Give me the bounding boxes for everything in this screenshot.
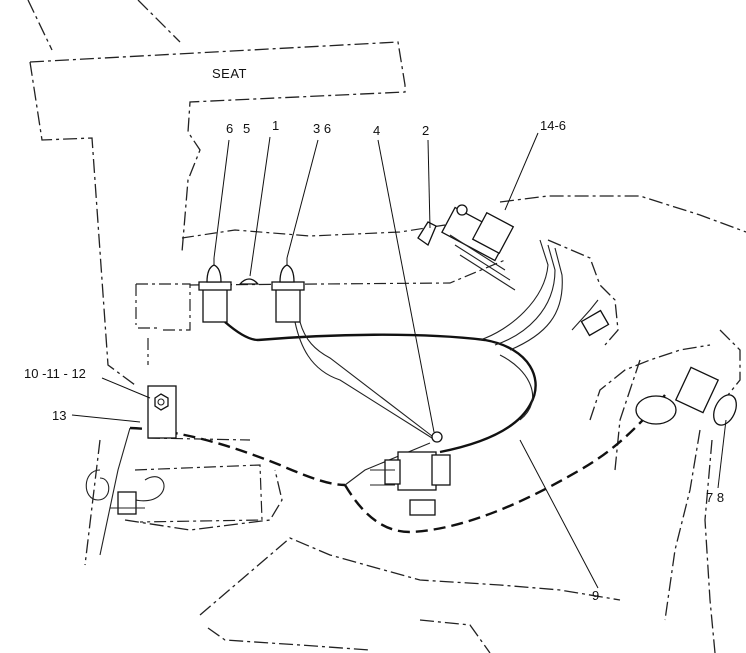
ground-plate — [147, 385, 177, 439]
seat-label: SEAT — [212, 66, 247, 81]
indicator-lamp — [238, 278, 260, 285]
callout-6-left: 6 — [226, 121, 233, 136]
components — [85, 204, 737, 516]
callout-3-6: 3 6 — [313, 121, 331, 136]
harness-wire-9 — [257, 333, 537, 454]
cable-clip — [85, 469, 165, 515]
key-switch-assembly — [417, 204, 516, 291]
toggle-switch-left — [198, 258, 232, 323]
callout-10-11-12: 10 -11 - 12 — [24, 366, 86, 381]
wiring-harness — [99, 239, 666, 556]
ground-stud — [431, 431, 443, 443]
toggle-switch-right — [271, 258, 305, 323]
connector-upper-right — [571, 299, 610, 337]
callout-1: 1 — [272, 118, 279, 133]
callout-13: 13 — [52, 408, 66, 423]
relay-cluster — [370, 451, 451, 516]
callout-14-6: 14-6 — [540, 118, 566, 133]
phantom-outlines — [27, 0, 746, 653]
callout-9: 9 — [592, 588, 599, 603]
callout-2: 2 — [422, 123, 429, 138]
callout-5: 5 — [243, 121, 250, 136]
callout-4: 4 — [373, 123, 380, 138]
leader-lines — [71, 132, 727, 589]
right-connector — [635, 366, 737, 426]
callout-labels: SEAT 6 5 1 3 6 4 2 14-6 10 -11 - 12 13 7… — [24, 66, 724, 603]
callout-7-8: 7 8 — [706, 490, 724, 505]
harness-wire-switch — [224, 321, 259, 342]
